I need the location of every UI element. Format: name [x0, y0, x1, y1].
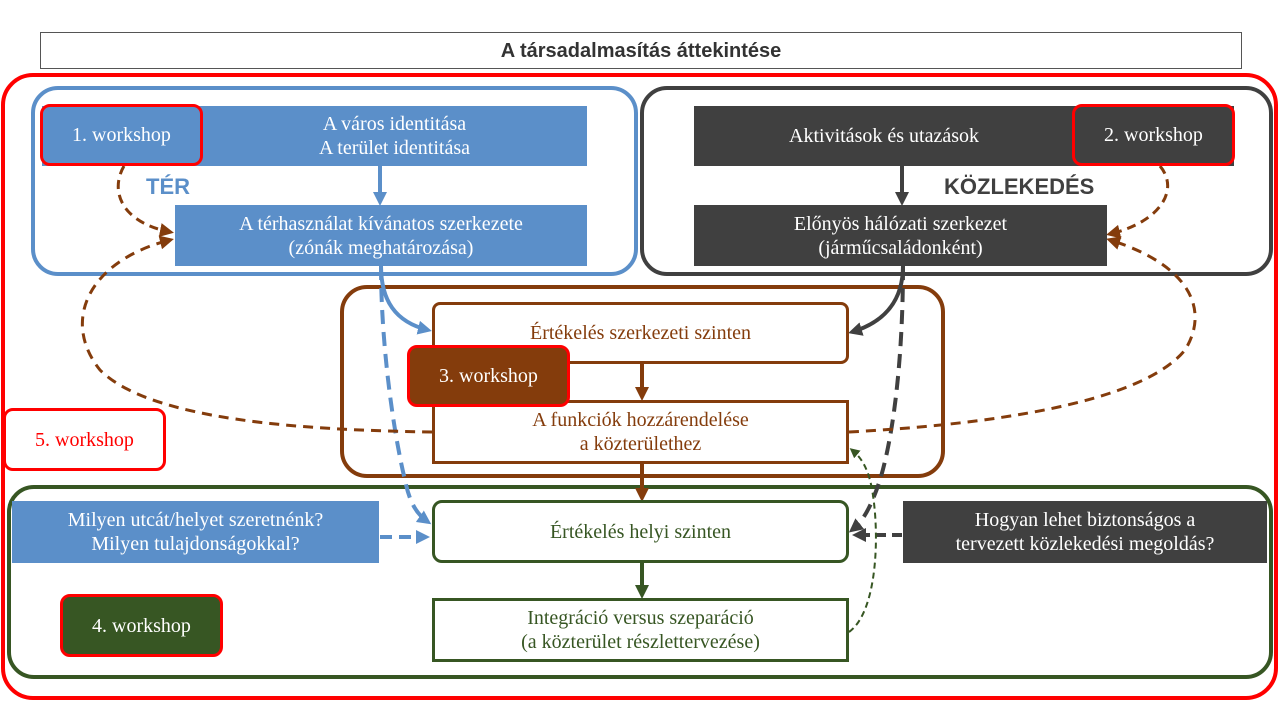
space-structure-box: A térhasználat kívánatos szerkezete (zón…: [175, 205, 587, 266]
local-evaluation-label: Értékelés helyi szinten: [549, 520, 732, 543]
workshop-2-label: 2. workshop: [1104, 124, 1203, 146]
transport-group-label: KÖZLEKEDÉS: [944, 174, 1095, 199]
street-question-line2: Milyen tulajdonságokkal?: [91, 533, 300, 555]
workshop-1-label: 1. workshop: [72, 124, 171, 146]
dashed-loop-workshop1: [116, 165, 174, 237]
dashed-arrow-space-to-local: [379, 265, 432, 525]
integration-box: Integráció versus szeparáció (a közterül…: [432, 598, 849, 662]
street-question-box: Milyen utcát/helyet szeretnénk? Milyen t…: [12, 501, 379, 563]
page-title-text: A társadalmasítás áttekintése: [500, 39, 782, 62]
safety-question-line2: tervezett közlekedési megoldás?: [955, 533, 1215, 555]
functions-line1: A funkciók hozzárendelése: [532, 409, 749, 431]
safety-question-box: Hogyan lehet biztonságos a tervezett köz…: [903, 501, 1267, 563]
city-identity-line1: A város identitása: [322, 113, 467, 135]
workshop-5-badge[interactable]: 5. workshop: [3, 408, 166, 471]
space-structure-line2: (zónák meghatározása): [288, 236, 474, 259]
safety-question-line1: Hogyan lehet biztonságos a: [974, 509, 1196, 531]
space-group-frame: [31, 86, 638, 276]
space-structure-line1: A térhasználat kívánatos szerkezete: [239, 212, 523, 235]
city-identity-line2: A terület identitása: [318, 137, 471, 159]
workshop-3-badge[interactable]: 3. workshop: [407, 345, 570, 407]
workshop-4-badge[interactable]: 4. workshop: [60, 594, 223, 657]
structural-evaluation-box: Értékelés szerkezeti szinten: [432, 302, 849, 364]
dashed-loop-right-workshop5: [848, 236, 1197, 434]
activities-label: Aktivitások és utazások: [789, 125, 979, 147]
dashed-loop-workshop2: [1106, 165, 1170, 239]
integration-line1: Integráció versus szeparáció: [527, 607, 754, 629]
workshop-5-label: 5. workshop: [35, 428, 134, 451]
integration-line2: (a közterület részlettervezése): [521, 631, 760, 653]
structural-evaluation-label: Értékelés szerkezeti szinten: [530, 322, 751, 344]
transport-group-frame: [640, 86, 1273, 276]
functions-line2: a közterülethez: [579, 433, 702, 455]
workshop-1-badge[interactable]: 1. workshop: [40, 104, 203, 166]
functions-allocation-box: A funkciók hozzárendelése a közterülethe…: [432, 400, 849, 464]
network-line2: (járműcsaládonként): [818, 236, 983, 259]
street-question-line1: Milyen utcát/helyet szeretnénk?: [67, 509, 324, 531]
local-evaluation-box: Értékelés helyi szinten: [432, 500, 849, 563]
dashed-arrow-network-to-local: [848, 265, 905, 533]
workshop-3-label: 3. workshop: [439, 365, 538, 387]
page-title: A társadalmasítás áttekintése: [40, 32, 1242, 69]
overall-frame: [1, 73, 1278, 700]
network-line1: Előnyös hálózati szerkezet: [793, 212, 1008, 235]
dashed-loop-left-workshop5: [81, 235, 433, 434]
network-structure-box: Előnyös hálózati szerkezet (járműcsaládo…: [694, 205, 1107, 266]
workshop-4-label: 4. workshop: [92, 614, 191, 637]
space-group-label: TÉR: [146, 174, 190, 199]
workshop-2-badge[interactable]: 2. workshop: [1072, 104, 1235, 166]
dashed-feedback-integration-to-functions: [848, 448, 877, 633]
